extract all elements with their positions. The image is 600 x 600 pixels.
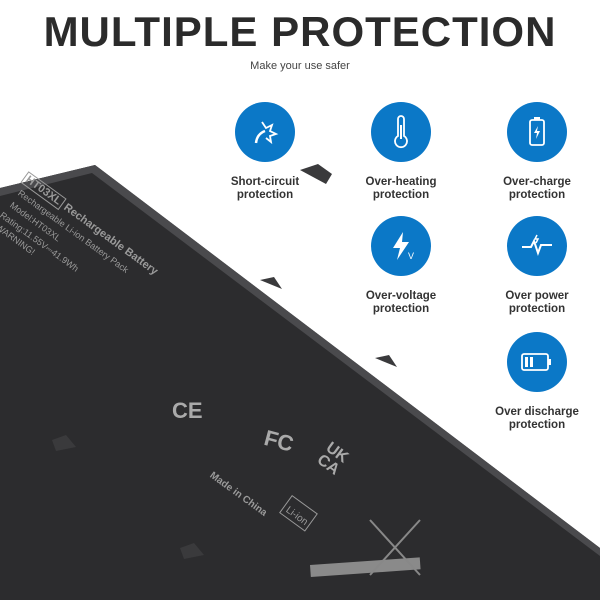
pulse-icon <box>507 216 567 276</box>
lightning-voltage-icon: V <box>371 216 431 276</box>
spark-icon <box>235 102 295 162</box>
feature-label: Short-circuit <box>230 176 300 188</box>
feature-label: protection <box>508 419 566 431</box>
feature-label: protection <box>508 303 566 315</box>
feature-label: Over-charge <box>503 176 571 188</box>
feature-label: protection <box>508 189 566 201</box>
ce-mark: CE <box>172 398 203 423</box>
feature-label: Over-voltage <box>365 290 437 302</box>
feature-label: protection <box>236 189 294 201</box>
feature-label: protection <box>372 303 430 315</box>
battery-low-icon <box>507 332 567 392</box>
feature-label: Over discharge <box>495 406 579 418</box>
svg-text:V: V <box>408 251 414 261</box>
thermometer-icon <box>371 102 431 162</box>
battery-charge-icon <box>507 102 567 162</box>
page-subtitle: Make your use safer <box>250 60 350 72</box>
feature-label: Over-heating <box>365 176 437 188</box>
page-title: MULTIPLE PROTECTION <box>43 8 557 55</box>
feature-label: protection <box>372 189 430 201</box>
feature-label: Over power <box>505 290 569 302</box>
